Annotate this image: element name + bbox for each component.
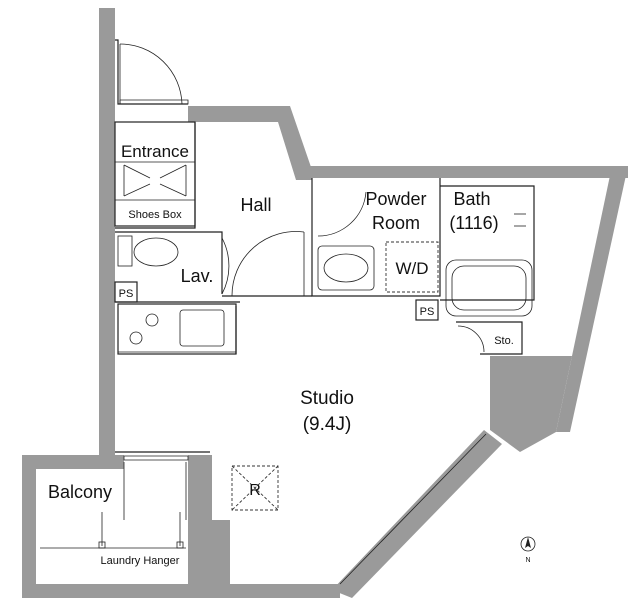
partitions [40,39,535,585]
toilet-bowl [133,237,179,267]
wd-box [385,241,439,293]
kitchen-sink [179,309,225,347]
wall-top-right [296,166,628,178]
lav-door-arc [221,237,230,295]
wall-left [99,8,115,463]
refrigerator-box [231,465,279,511]
wall-studio-corner [212,520,230,598]
storage-door-arc [457,325,485,353]
ps-right-box [415,299,439,321]
storage-box [456,321,523,355]
compass-label: N [525,557,530,564]
label-powder-room-1: Powder [365,189,426,209]
powder-basin-counter [317,245,375,291]
wall-right-slant [556,166,628,432]
stove-burner [129,331,143,345]
kitchen-counter [117,303,237,355]
label-ps-left: PS [119,288,134,300]
powder-door-arc [317,191,367,237]
wall-balcony-left [22,455,36,598]
label-ps-right: PS [420,306,435,318]
label-studio-1: Studio [300,388,354,409]
wall-column-right [490,356,572,452]
wall-bottom [210,584,340,598]
label-balcony: Balcony [48,482,112,502]
wall-balcony-top [22,455,124,469]
structural-walls [22,8,628,598]
label-studio-2: (9.4J) [303,414,352,435]
wall-hall-top [188,106,312,180]
label-wd: W/D [395,259,428,278]
north-compass: N [520,536,536,564]
label-hall: Hall [240,195,271,215]
label-laundry-hanger: Laundry Hanger [101,555,180,567]
label-entrance: Entrance [121,142,189,161]
wall-balcony-right [188,455,212,598]
hall-door-arc [231,231,305,297]
wall-balcony-bottom [22,584,222,598]
wall-bottom-slant [332,430,502,598]
entrance-frame [115,39,188,105]
entrance-door-arc [119,43,183,105]
stove-burner [145,313,159,327]
toilet-tank [117,235,133,267]
label-storage: Sto. [494,335,514,347]
label-lav: Lav. [181,266,214,286]
bathtub [445,259,533,317]
label-powder-room-2: Room [372,213,420,233]
label-bath-2: (1116) [449,213,498,233]
label-bath-1: Bath [453,189,490,209]
room-labels: Entrance Shoes Box Hall Powder Room Bath… [48,142,514,567]
compass-arrow-icon [525,537,531,548]
label-refrigerator: R [249,482,261,499]
label-shoes-box: Shoes Box [128,209,182,221]
powder-basin [323,253,369,283]
